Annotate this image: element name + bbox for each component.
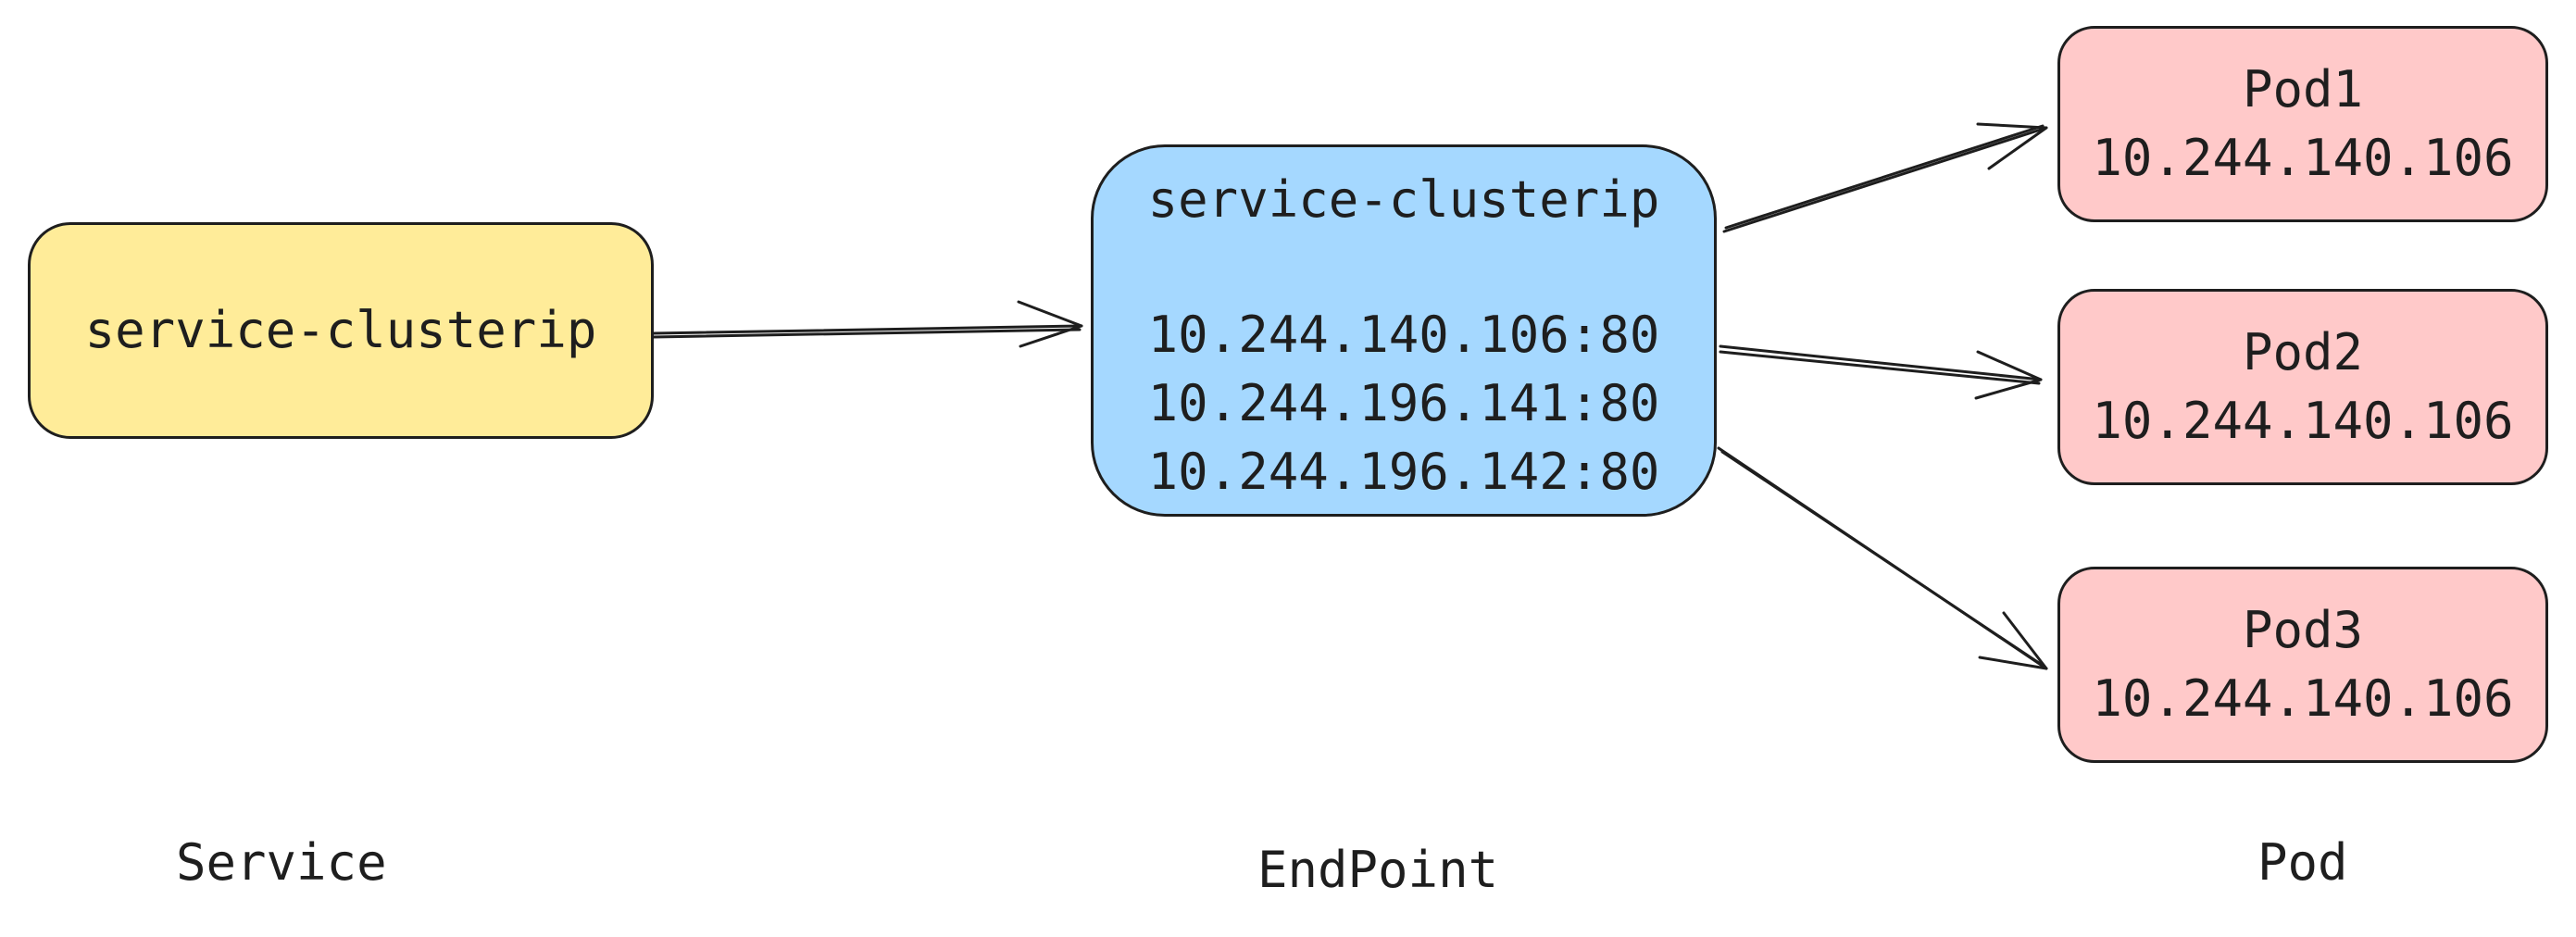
- pod-node-1: Pod1 10.244.140.106: [2057, 26, 2548, 222]
- pod-node-3: Pod3 10.244.140.106: [2057, 567, 2548, 763]
- arrow-endpoint-to-pod2: [1719, 344, 2043, 400]
- arrow-service-to-endpoint: [652, 300, 1083, 348]
- pod-name: Pod1: [2242, 60, 2364, 119]
- caption-service: Service: [176, 833, 387, 892]
- endpoint-node: service-clusterip 10.244.140.106:80 10.2…: [1091, 144, 1717, 517]
- arrow-endpoint-to-pod1: [1722, 122, 2048, 233]
- pod-name: Pod3: [2242, 601, 2364, 659]
- endpoint-name: service-clusterip: [1147, 170, 1660, 229]
- pod-name: Pod2: [2242, 323, 2364, 381]
- endpoint-address: 10.244.196.142:80: [1147, 443, 1660, 501]
- service-name: service-clusterip: [84, 301, 597, 359]
- pod-ip: 10.244.140.106: [2092, 129, 2514, 187]
- service-node: service-clusterip: [28, 222, 654, 439]
- endpoint-address: 10.244.196.141:80: [1147, 374, 1660, 432]
- endpoint-address: 10.244.140.106:80: [1147, 306, 1660, 364]
- caption-endpoint: EndPoint: [1257, 841, 1499, 899]
- arrow-endpoint-to-pod3: [1717, 446, 2048, 670]
- pod-node-2: Pod2 10.244.140.106: [2057, 289, 2548, 485]
- caption-pod: Pod: [2257, 833, 2348, 892]
- pod-ip: 10.244.140.106: [2092, 392, 2514, 450]
- pod-ip: 10.244.140.106: [2092, 669, 2514, 728]
